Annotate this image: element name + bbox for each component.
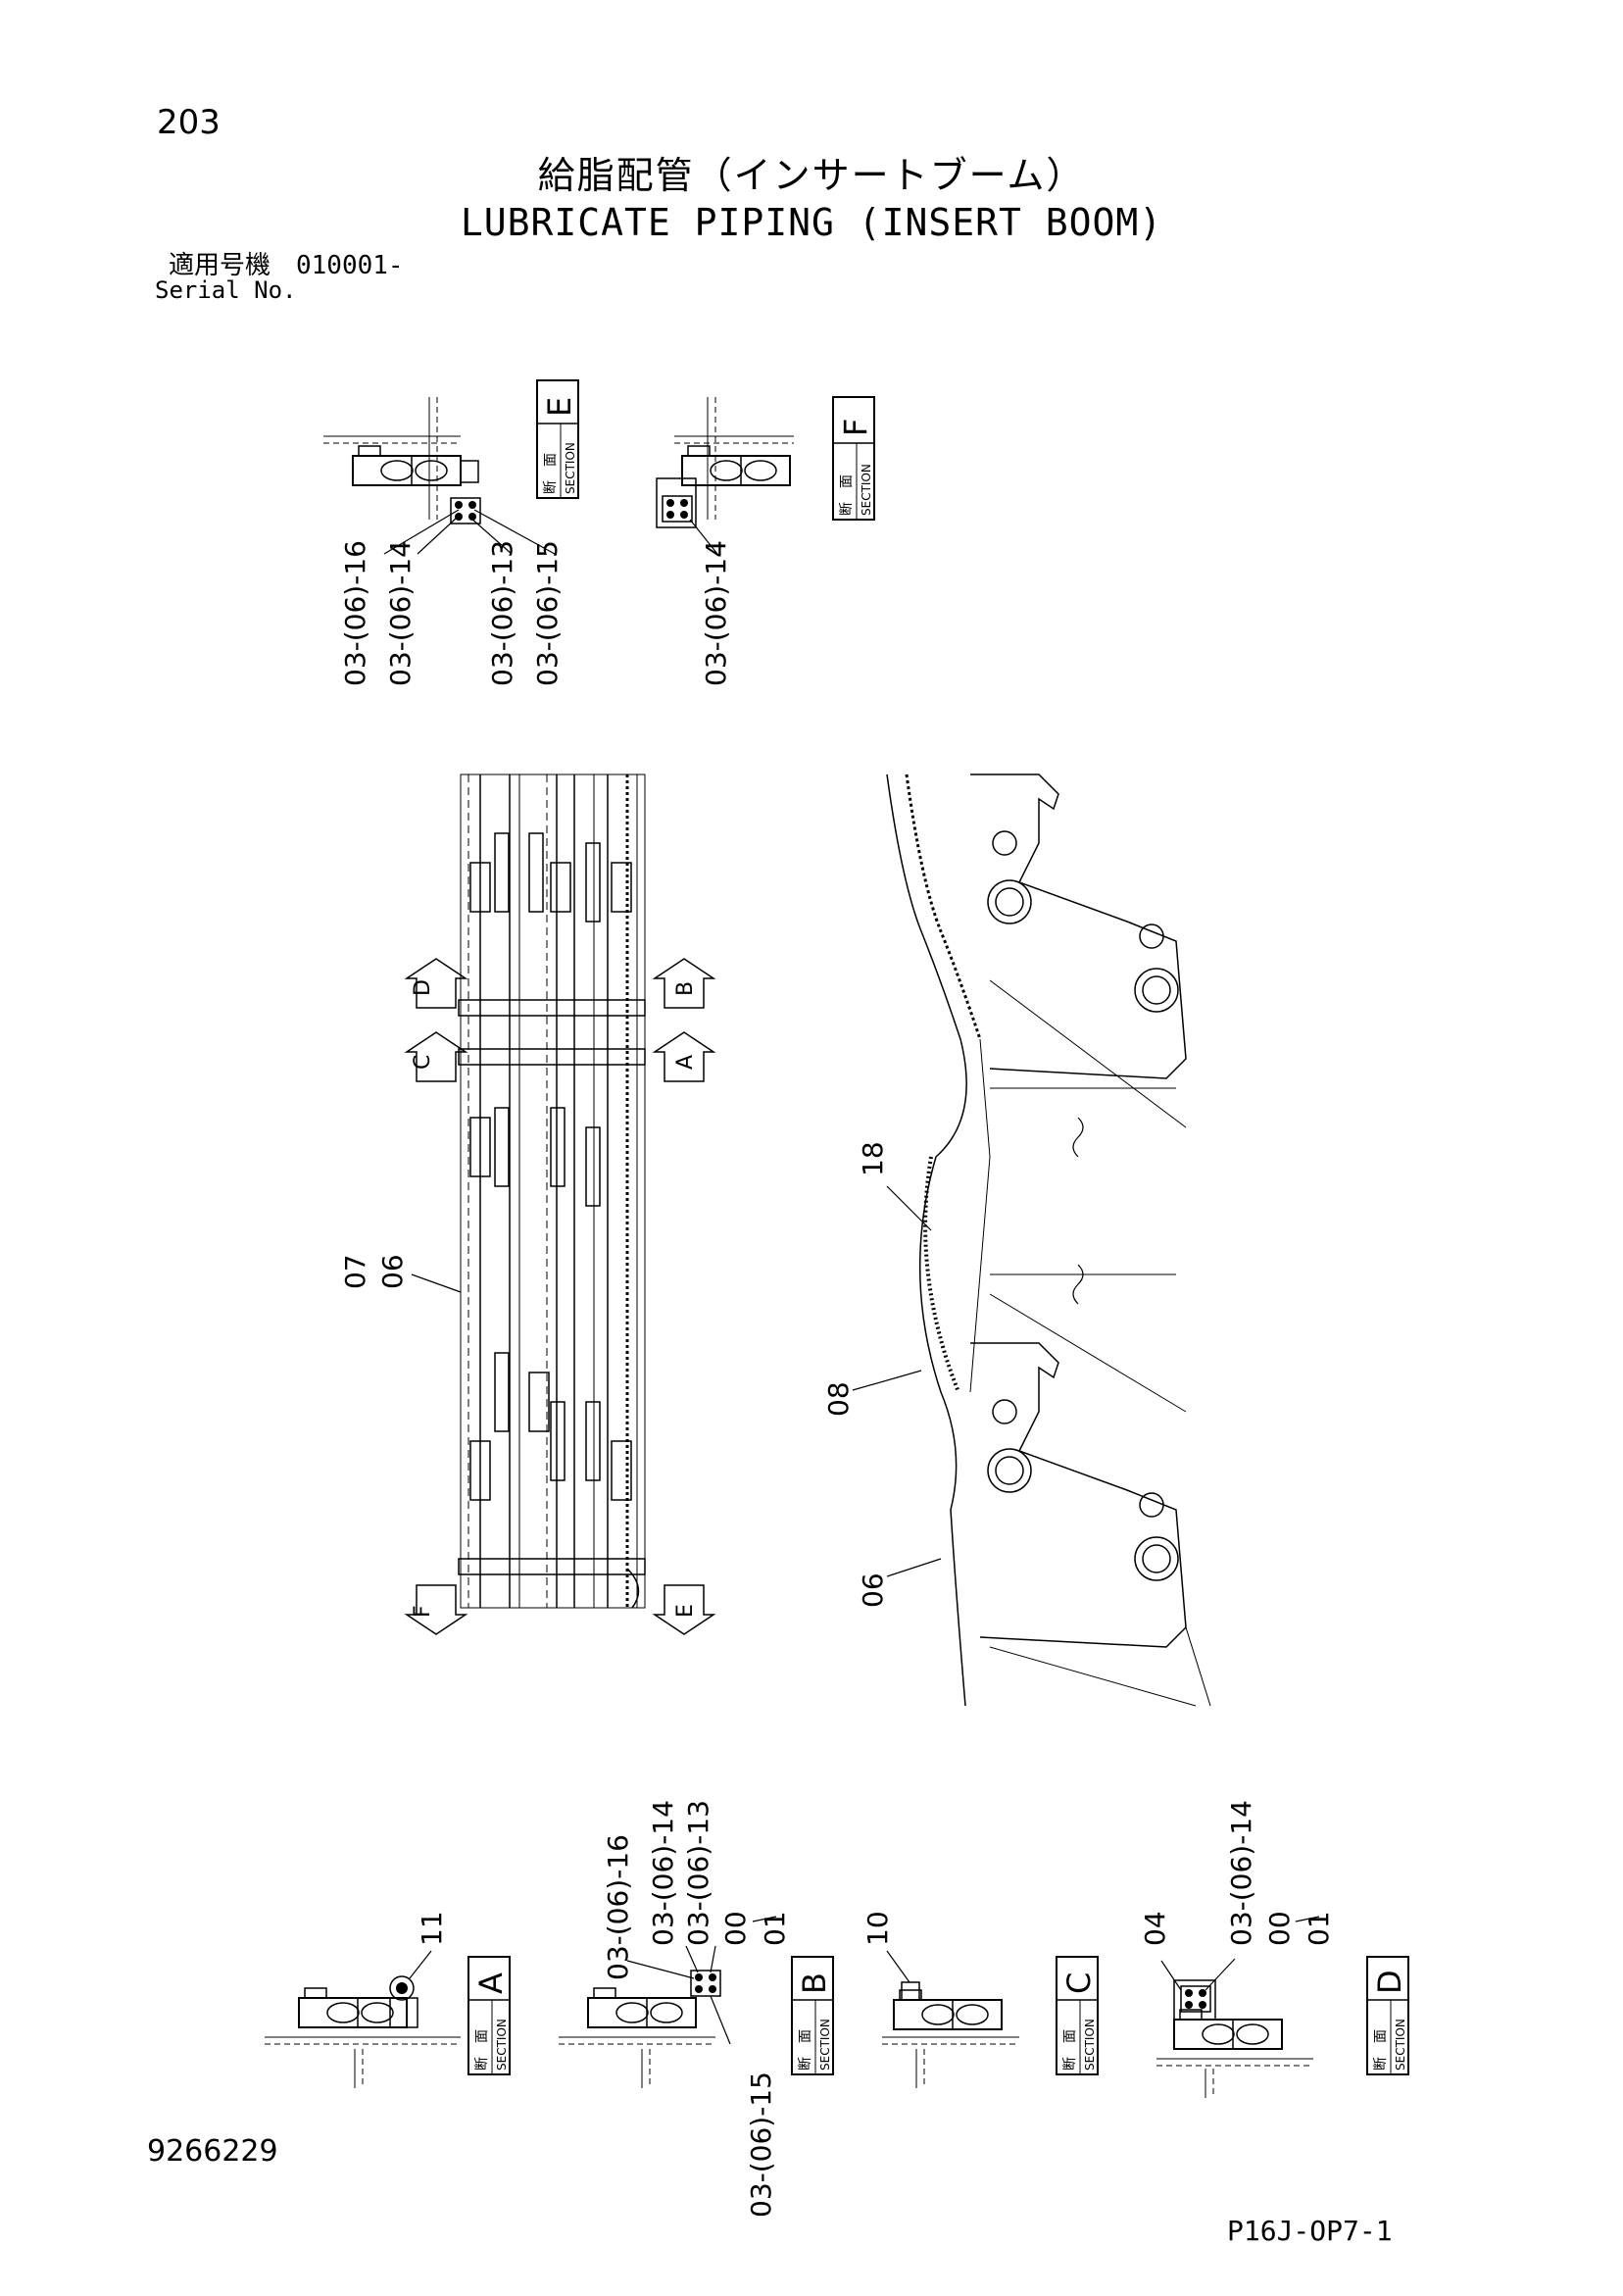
leader-06-side	[886, 1558, 942, 1577]
serial-label-english: Serial No.	[155, 276, 297, 304]
leader-d-00-01	[1295, 1916, 1320, 1922]
section-letter-b: B	[796, 1972, 833, 1994]
section-a-detail	[265, 1950, 461, 2088]
section-e-detail	[323, 397, 556, 555]
callout-11: 11	[416, 1911, 448, 1946]
leader-b-00-01	[752, 1916, 777, 1922]
title-english: LUBRICATE PIPING (INSERT BOOM)	[460, 201, 1163, 244]
view-arrow-c: C	[404, 1031, 468, 1082]
boom-side-view	[886, 774, 1211, 1707]
arrow-letter-c: C	[411, 1055, 435, 1070]
section-word-c: SECTION	[1083, 2019, 1097, 2071]
callout-06-plan: 06	[376, 1254, 409, 1289]
callout-e-13: 03-(06)-13	[486, 540, 518, 686]
callout-10: 10	[861, 1911, 894, 1946]
section-kanji-c: 断 面	[1062, 2029, 1078, 2071]
section-label-a: A 断 面 SECTION	[467, 1956, 511, 2075]
section-b-detail	[559, 1945, 731, 2088]
document-number: 9266229	[147, 2134, 278, 2169]
section-word-b: SECTION	[818, 2019, 832, 2071]
section-letter-c: C	[1060, 1972, 1098, 1994]
section-word-f: SECTION	[860, 464, 873, 516]
section-letter-f: F	[837, 419, 874, 436]
callout-e-16: 03-(06)-16	[339, 540, 371, 686]
section-word-e: SECTION	[564, 442, 577, 494]
serial-label-japanese: 適用号機 010001-	[169, 251, 404, 280]
callout-06-side: 06	[857, 1572, 889, 1608]
leader-18	[886, 1185, 932, 1231]
section-kanji-a: 断 面	[474, 2029, 490, 2071]
section-kanji-f: 断 面	[839, 474, 855, 516]
section-letter-e: E	[541, 397, 578, 417]
callout-b-15: 03-(06)-15	[745, 2071, 777, 2218]
leader-08	[852, 1370, 922, 1391]
callout-b-16: 03-(06)-16	[602, 1834, 634, 1980]
callout-e-15: 03-(06)-15	[531, 540, 564, 686]
section-f-detail	[656, 397, 794, 555]
callout-18: 18	[857, 1141, 889, 1176]
section-label-f: F 断 面 SECTION	[832, 396, 875, 521]
arrow-letter-d: D	[411, 979, 435, 996]
callout-b-13: 03-(06)-13	[682, 1800, 714, 1946]
arrow-letter-a: A	[673, 1055, 698, 1070]
arrow-letter-e: E	[673, 1604, 698, 1618]
view-arrow-f: F	[404, 1584, 468, 1635]
boom-plan-view	[458, 774, 646, 1609]
callout-e-14: 03-(06)-14	[384, 540, 417, 686]
callout-d-14: 03-(06)-14	[1225, 1800, 1257, 1946]
section-label-e: E 断 面 SECTION	[536, 379, 579, 499]
view-arrow-e: E	[652, 1584, 716, 1635]
sheet-id: P16J-OP7-1	[1227, 2215, 1393, 2247]
callout-d-04: 04	[1139, 1911, 1171, 1946]
section-kanji-b: 断 面	[798, 2029, 813, 2071]
section-word-d: SECTION	[1394, 2019, 1407, 2071]
section-kanji-e: 断 面	[543, 453, 559, 494]
page-number: 203	[157, 103, 221, 142]
section-label-d: D 断 面 SECTION	[1366, 1956, 1409, 2075]
arrow-letter-f: F	[411, 1605, 435, 1618]
section-label-b: B 断 面 SECTION	[791, 1956, 834, 2075]
section-letter-a: A	[472, 1972, 510, 1994]
leader-06-plan	[411, 1273, 462, 1293]
callout-f-14: 03-(06)-14	[700, 540, 732, 686]
section-letter-d: D	[1371, 1970, 1408, 1994]
callout-07: 07	[339, 1254, 371, 1289]
view-arrow-b: B	[652, 958, 716, 1009]
callout-b-00: 00	[719, 1911, 752, 1946]
section-c-detail	[882, 1950, 1019, 2088]
arrow-letter-b: B	[673, 981, 698, 996]
title-japanese: 給脂配管（インサートブーム）	[537, 154, 1086, 197]
callout-d-00: 00	[1263, 1911, 1296, 1946]
callout-b-14: 03-(06)-14	[647, 1800, 679, 1946]
section-word-a: SECTION	[495, 2019, 509, 2071]
section-label-c: C 断 面 SECTION	[1056, 1956, 1099, 2075]
section-kanji-d: 断 面	[1373, 2029, 1389, 2071]
callout-08: 08	[822, 1381, 855, 1417]
view-arrow-a: A	[652, 1031, 716, 1082]
view-arrow-d: D	[404, 958, 468, 1009]
section-d-detail	[1156, 1958, 1313, 2098]
